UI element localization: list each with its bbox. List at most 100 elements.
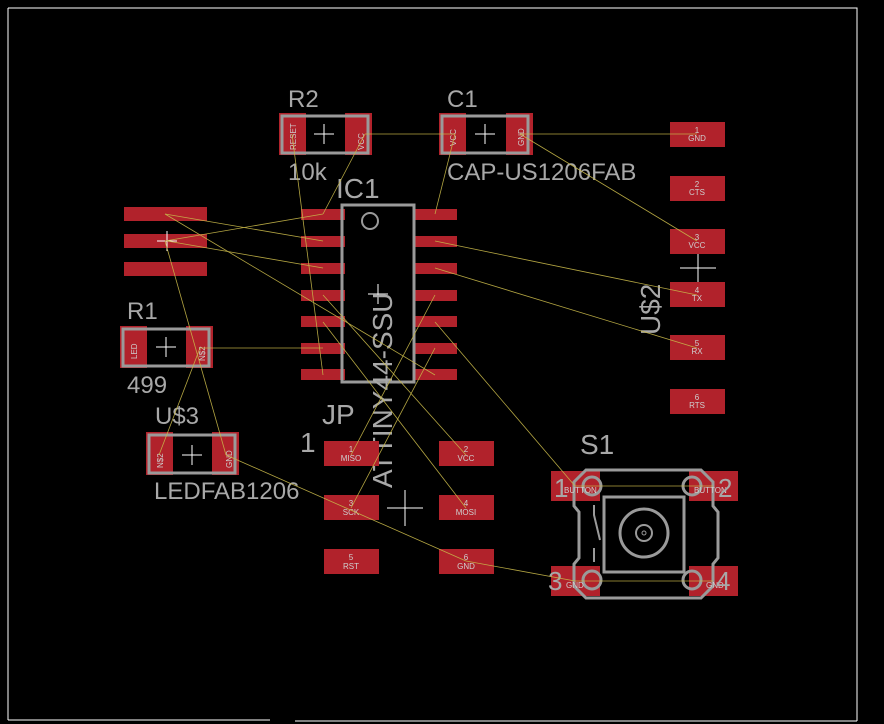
c1-value: CAP-US1206FAB xyxy=(447,159,636,186)
ic1-pad-12[interactable] xyxy=(413,263,457,274)
u2-pad-5[interactable] xyxy=(670,335,725,360)
jp-pin-5-num: 5 xyxy=(349,553,354,562)
u3-body xyxy=(147,433,237,475)
airwire xyxy=(322,133,366,215)
jp-origin-cross xyxy=(387,490,423,526)
jp-pin-3-label: SCK xyxy=(343,508,360,517)
r2-resistor[interactable]: R2 RESET VCC 10k xyxy=(279,86,372,186)
jp-pad-2[interactable] xyxy=(439,441,494,466)
ic1-pad-14[interactable] xyxy=(413,209,457,220)
three-pad-3[interactable] xyxy=(124,262,207,276)
ic1-left-pads xyxy=(301,209,345,380)
u2-pin-4-label: TX xyxy=(692,294,703,303)
r1-name: R1 xyxy=(127,298,158,325)
u2-pad-2[interactable] xyxy=(670,176,725,201)
u2-pin-6-num: 6 xyxy=(695,393,700,402)
ic1-pad-6[interactable] xyxy=(301,343,345,354)
s1-outline xyxy=(572,468,720,600)
u2-pin-1-label: GND xyxy=(688,134,706,143)
jp-header[interactable]: JP 1 1 MISO 2 VCC 3 SCK 4 MOSI 5 RST 6 G… xyxy=(300,399,494,574)
ic1-pad-2[interactable] xyxy=(301,236,345,247)
airwire xyxy=(164,213,436,376)
s1-pin-4-num: 4 xyxy=(716,566,730,596)
jp-pin-2-num: 2 xyxy=(464,445,469,454)
board-outline xyxy=(7,7,858,722)
ic1-pin1-marker xyxy=(361,212,379,230)
u2-header[interactable]: U$2 1 GND 2 CTS 3 VCC 4 TX 5 RX 6 RTS xyxy=(635,122,725,414)
airwire xyxy=(350,347,436,509)
r1-pin-1-label: LED xyxy=(130,343,139,359)
airwires xyxy=(158,133,713,582)
ic1-pad-5[interactable] xyxy=(301,316,345,327)
ic1-pad-10[interactable] xyxy=(413,316,457,327)
jp-pin1-mark: 1 xyxy=(300,427,316,458)
s1-pin-4-label: GND xyxy=(706,581,724,590)
airwire xyxy=(158,347,201,456)
u2-pin-5-label: RX xyxy=(691,347,703,356)
jp-pin-1-num: 1 xyxy=(349,445,354,454)
r1-body xyxy=(121,327,211,368)
ic1-microcontroller[interactable]: IC1 ATTINY44-SSU xyxy=(301,173,457,488)
ic1-pad-1[interactable] xyxy=(301,209,345,220)
ic1-pad-8[interactable] xyxy=(413,369,457,380)
r2-value: 10k xyxy=(288,159,328,186)
airwire xyxy=(164,213,324,242)
c1-pin-1-label: VCC xyxy=(449,129,458,146)
jp-pin-6-label: GND xyxy=(457,562,475,571)
u2-pad-3[interactable] xyxy=(670,229,725,254)
airwire xyxy=(434,133,456,215)
u2-pad-6[interactable] xyxy=(670,389,725,414)
ic1-pad-3[interactable] xyxy=(301,263,345,274)
u2-pin-6-label: RTS xyxy=(689,401,705,410)
s1-pin-1-num: 1 xyxy=(554,473,568,503)
jp-pin-4-num: 4 xyxy=(464,499,469,508)
jp-pad-4[interactable] xyxy=(439,495,494,520)
r1-pin-2-label: N$2 xyxy=(198,346,207,361)
s1-pin-2-num: 2 xyxy=(718,473,732,503)
u2-pin-3-label: VCC xyxy=(689,241,706,250)
r1-value: 499 xyxy=(127,372,167,399)
airwire xyxy=(291,133,324,376)
jp-pin-1-label: MISO xyxy=(341,454,361,463)
airwire xyxy=(434,321,576,487)
s1-name: S1 xyxy=(580,429,614,460)
r1-resistor[interactable]: R1 LED N$2 499 xyxy=(120,298,213,399)
u2-pin-2-num: 2 xyxy=(695,180,700,189)
airwire xyxy=(322,294,467,456)
airwire xyxy=(519,133,698,242)
u2-name: U$2 xyxy=(635,284,666,335)
u2-pin-1-num: 1 xyxy=(695,126,700,135)
u3-pin-2-label: GND xyxy=(225,450,234,468)
u3-led[interactable]: U$3 N$2 GND LEDFAB1206 xyxy=(146,403,299,505)
s1-switch[interactable]: S1 1 BUTTON BUTTON 2 3 GND GND 4 xyxy=(548,429,738,600)
ic1-pad-13[interactable] xyxy=(413,236,457,247)
jp-pin-6-num: 6 xyxy=(464,553,469,562)
jp-pin-2-label: VCC xyxy=(458,454,475,463)
r2-body xyxy=(280,114,370,155)
airwire xyxy=(166,240,324,269)
u2-origin-cross xyxy=(680,250,716,286)
c1-origin-cross xyxy=(475,124,495,144)
ic1-origin-cross xyxy=(368,284,388,304)
u2-pin-5-num: 5 xyxy=(695,339,700,348)
c1-name: C1 xyxy=(447,86,478,113)
u2-pin-4-num: 4 xyxy=(695,286,700,295)
s1-pin-3-num: 3 xyxy=(548,566,562,596)
airwire xyxy=(434,240,698,296)
r2-origin-cross xyxy=(314,124,334,144)
c1-capacitor[interactable]: C1 VCC GND CAP-US1206FAB xyxy=(439,86,636,186)
u2-pin-2-label: CTS xyxy=(689,188,705,197)
jp-pad-5[interactable] xyxy=(324,549,379,574)
u2-pad-4[interactable] xyxy=(670,282,725,307)
airwire xyxy=(164,240,227,456)
u3-value: LEDFAB1206 xyxy=(154,478,299,505)
u2-pad-1[interactable] xyxy=(670,122,725,147)
c1-pin-2-label: GND xyxy=(517,128,526,146)
ic1-body xyxy=(340,203,416,384)
jp-name: JP xyxy=(322,399,355,430)
s1-pin-1-label: BUTTON xyxy=(564,486,597,495)
r2-pin-1-label: RESET xyxy=(289,123,298,150)
ic1-name: IC1 xyxy=(336,173,380,204)
c1-body xyxy=(440,114,530,155)
